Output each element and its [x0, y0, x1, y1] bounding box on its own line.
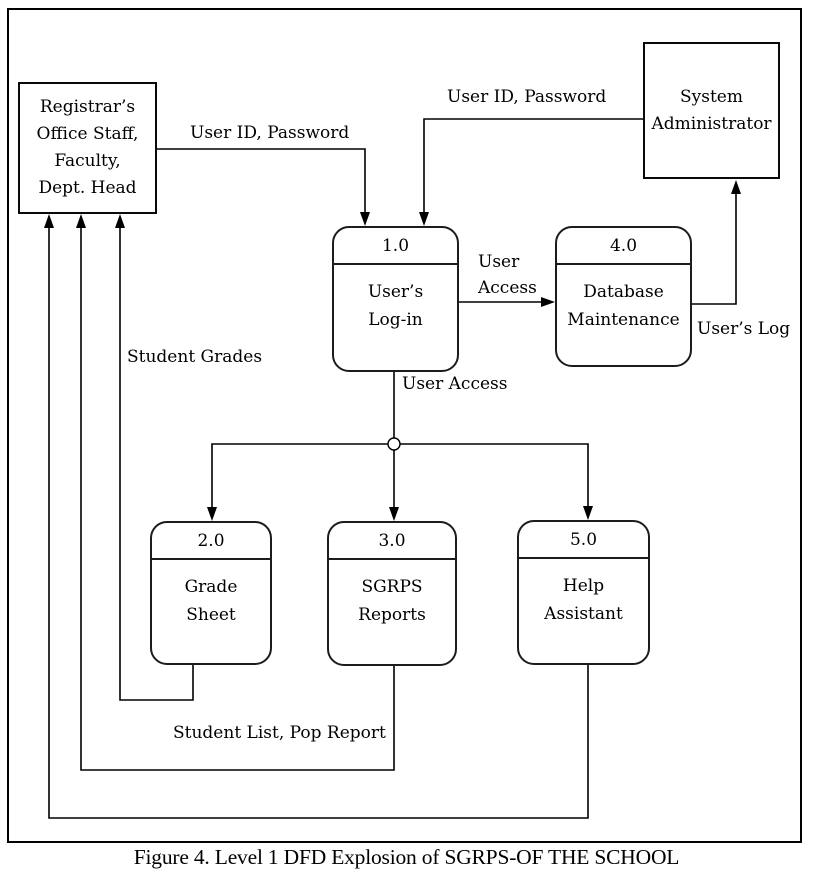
arrowhead-into-sysadmin [731, 180, 741, 194]
arrowhead-into-dbmaintenance [541, 297, 555, 307]
arrowhead-into-helpassistant [583, 506, 593, 520]
process-sgrps-reports-id: 3.0 [329, 523, 455, 560]
entity-sysadmin-line-2: Administrator [651, 113, 772, 134]
flow-label-user-access-mid: User Access [478, 249, 537, 301]
diagram-border [7, 8, 802, 843]
process-database-maintenance-line-1: Database [583, 282, 664, 302]
process-grade-sheet: 2.0 Grade Sheet [150, 521, 272, 665]
process-grade-sheet-line-1: Grade [184, 577, 238, 597]
entity-registrar-line-2: Office Staff, [36, 124, 139, 144]
flow-label-user-access-down: User Access [402, 374, 508, 394]
flow-label-student-grades: Student Grades [127, 347, 263, 367]
arrowhead-into-sgrpsreports [389, 507, 399, 521]
entity-sysadmin-line-1: System [680, 86, 743, 107]
arrowhead-into-login-left [360, 212, 370, 226]
process-database-maintenance: 4.0 Database Maintenance [555, 226, 692, 367]
arrowhead-into-registrar-left [44, 214, 54, 228]
flow-sgrpsreports-to-registrar [80, 228, 395, 771]
flow-junction-to-helpassistant [400, 443, 589, 507]
process-database-maintenance-line-2: Maintenance [567, 310, 680, 330]
entity-registrar-line-3: Faculty, [54, 151, 121, 171]
flow-helpassistant-to-registrar [48, 228, 589, 819]
arrowhead-into-login-right [419, 212, 429, 226]
arrowhead-into-registrar-middle [76, 214, 86, 228]
process-help-assistant-line-1: Help [562, 576, 605, 596]
flow-label-user-id-password-left: User ID, Password [190, 123, 350, 143]
flow-gradesheet-to-registrar [119, 228, 194, 701]
flow-label-student-list-pop-report: Student List, Pop Report [173, 723, 386, 743]
entity-registrar-office: Registrar’s Office Staff, Faculty, Dept.… [18, 82, 157, 214]
process-users-login-id: 1.0 [334, 228, 457, 265]
process-help-assistant: 5.0 Help Assistant [517, 520, 650, 665]
process-help-assistant-id: 5.0 [519, 522, 648, 559]
process-grade-sheet-line-2: Sheet [186, 605, 236, 625]
flow-label-user-access-mid-line-1: User [478, 252, 520, 272]
process-sgrps-reports: 3.0 SGRPS Reports [327, 521, 457, 666]
flow-sysadmin-to-login [423, 118, 643, 213]
process-grade-sheet-id: 2.0 [152, 523, 270, 560]
figure-caption: Figure 4. Level 1 DFD Explosion of SGRPS… [133, 845, 680, 869]
flow-dbmaintenance-to-sysadmin [692, 194, 737, 305]
flow-label-user-access-mid-line-2: Access [478, 278, 537, 298]
flow-label-users-log: User’s Log [697, 319, 791, 339]
entity-registrar-line-4: Dept. Head [38, 178, 137, 198]
process-users-login-line-1: User’s [367, 282, 424, 302]
flow-junction-to-gradesheet [211, 443, 388, 508]
process-help-assistant-line-2: Assistant [544, 604, 623, 624]
entity-system-administrator: System Administrator [643, 42, 780, 179]
process-sgrps-reports-line-2: Reports [358, 605, 426, 625]
arrowhead-into-registrar-right [115, 214, 125, 228]
process-users-login: 1.0 User’s Log-in [332, 226, 459, 372]
entity-registrar-line-1: Registrar’s [39, 97, 136, 117]
process-users-login-line-2: Log-in [368, 310, 423, 330]
process-sgrps-reports-line-1: SGRPS [361, 577, 423, 597]
junction-circle [387, 437, 401, 451]
arrowhead-into-gradesheet [207, 507, 217, 521]
flow-label-user-id-password-right: User ID, Password [447, 87, 607, 107]
process-database-maintenance-id: 4.0 [557, 228, 690, 265]
flow-registrar-to-login [157, 148, 366, 213]
